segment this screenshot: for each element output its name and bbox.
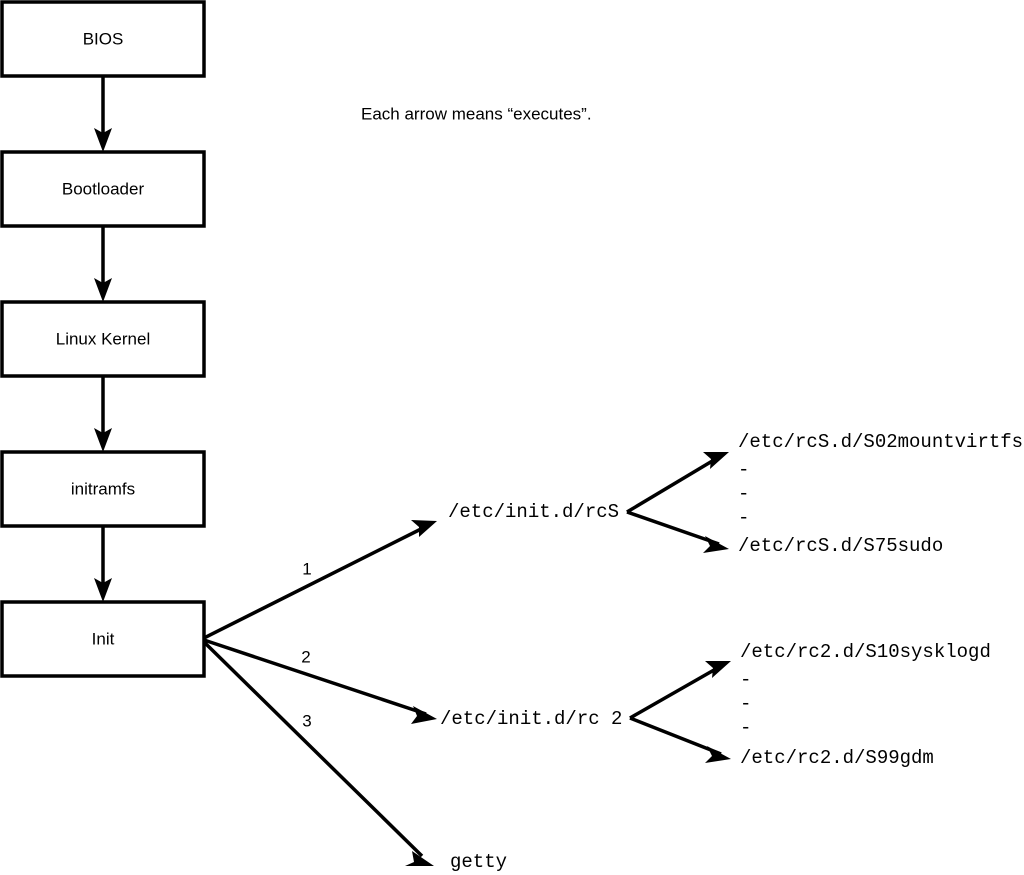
node-initramfs-label: initramfs (71, 479, 135, 498)
node-init[interactable]: Init (0, 600, 206, 678)
vertical-arrow-initramfs-to-init (94, 526, 112, 602)
label-etc-initd-rc2[interactable]: /etc/init.d/rc 2 (440, 708, 622, 730)
node-init-label: Init (92, 629, 115, 648)
vertical-arrow-kernel-to-initramfs (94, 376, 112, 452)
node-bootloader-label: Bootloader (62, 179, 145, 198)
node-bootloader[interactable]: Bootloader (0, 150, 206, 228)
diagram-note: Each arrow means “executes”. (361, 104, 592, 123)
edge-init-to-rcs (203, 520, 437, 640)
rcs-ellipsis-dash-2: - (738, 483, 749, 505)
rc2-ellipsis-dash-2: - (740, 693, 751, 715)
edge-rc2-to-first-script (629, 661, 731, 720)
branch-number-3: 3 (302, 711, 311, 730)
node-initramfs[interactable]: initramfs (0, 450, 206, 528)
label-etc-rcsd-s02mountvirtfs[interactable]: /etc/rcS.d/S02mountvirtfs (738, 431, 1023, 453)
edge-rc2-to-last-script (629, 716, 731, 763)
vertical-arrow-bootloader-to-kernel (94, 226, 112, 302)
node-linux-kernel-label: Linux Kernel (56, 329, 151, 348)
label-etc-rc2d-s99gdm[interactable]: /etc/rc2.d/S99gdm (740, 747, 934, 769)
node-linux-kernel[interactable]: Linux Kernel (0, 300, 206, 378)
rc2-ellipsis-dash-1: - (740, 669, 751, 691)
label-etc-rcsd-s75sudo[interactable]: /etc/rcS.d/S75sudo (738, 535, 943, 557)
edge-init-to-rc2 (203, 638, 437, 724)
edge-init-to-getty (202, 640, 434, 866)
branch-number-1: 1 (302, 559, 311, 578)
node-bios-label: BIOS (83, 29, 124, 48)
branch-number-2: 2 (301, 647, 310, 666)
rcs-ellipsis-dash-3: - (738, 507, 749, 529)
rc2-ellipsis-dash-3: - (740, 717, 751, 739)
label-etc-initd-rcs[interactable]: /etc/init.d/rcS (448, 501, 619, 523)
rcs-ellipsis-dash-1: - (738, 459, 749, 481)
edge-rcs-to-last-script (626, 510, 729, 553)
node-bios[interactable]: BIOS (0, 0, 206, 78)
label-etc-rc2d-s10sysklogd[interactable]: /etc/rc2.d/S10sysklogd (740, 641, 991, 663)
edge-rcs-to-first-script (626, 452, 729, 514)
vertical-arrow-bios-to-bootloader (94, 76, 112, 152)
label-getty[interactable]: getty (450, 851, 507, 873)
